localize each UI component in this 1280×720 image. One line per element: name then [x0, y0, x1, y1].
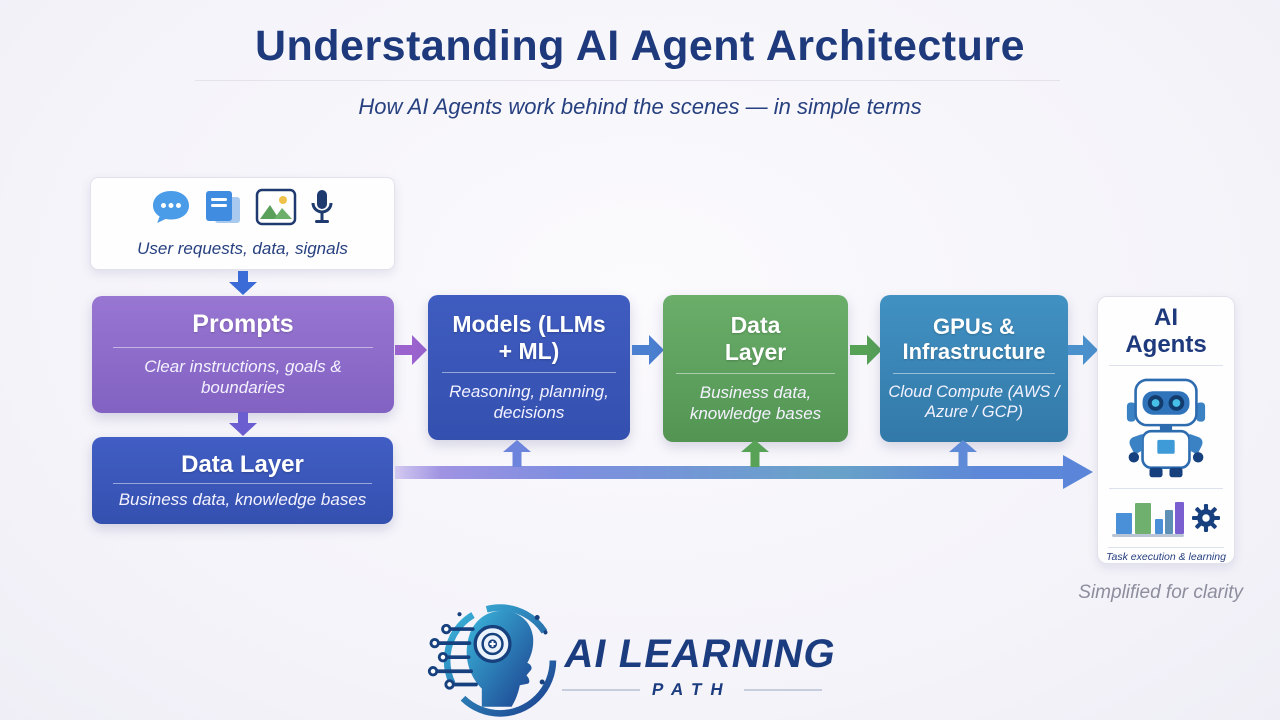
arrow-models-to-data-layer	[632, 333, 664, 372]
arrow-bus-to-models	[503, 440, 531, 472]
brand-name: AI LEARNING	[561, 632, 840, 676]
input-caption: User requests, data, signals	[137, 239, 348, 258]
bar-chart-icon	[1112, 497, 1184, 544]
data-layer-mid-subtitle: Business data, knowledge bases	[689, 383, 822, 424]
page-title: Understanding AI Agent Architecture	[254, 22, 1026, 70]
prompts-subtitle: Clear instructions, goals & boundaries	[144, 357, 342, 398]
arrow-bus-to-data-layer	[741, 440, 769, 472]
brand-tagline: PATH	[650, 680, 734, 699]
gpus-subtitle: Cloud Compute (AWS / Azure / GCP)	[888, 382, 1060, 422]
arrow-prompts-to-models	[395, 333, 427, 372]
data-layer-left-box: Data Layer Business data, knowledge base…	[92, 437, 393, 524]
microphone-icon	[310, 188, 334, 231]
brand-tagline-row: PATH	[562, 680, 822, 700]
models-divider	[442, 372, 616, 374]
input-icons-row	[151, 188, 334, 231]
arrow-data-layer-to-gpus	[850, 333, 882, 372]
ai-agents-caption: Task execution & learning	[1106, 551, 1226, 564]
robot-icon	[1120, 373, 1212, 484]
title-divider	[195, 80, 1060, 81]
models-box: Models (LLMs + ML) Reasoning, planning, …	[428, 295, 630, 440]
data-bus-connector	[395, 466, 1063, 479]
ai-agents-box: AI Agents	[1097, 296, 1235, 564]
data-bus-arrowhead-icon	[1063, 455, 1093, 489]
data-layer-left-divider	[113, 483, 372, 485]
prompts-box: Prompts Clear instructions, goals & boun…	[92, 296, 394, 413]
footnote: Simplified for clarity	[1078, 582, 1243, 603]
message-doc-icon	[204, 189, 242, 230]
ai-agents-icons-row	[1112, 497, 1220, 544]
gpus-box: GPUs & Infrastructure Cloud Compute (AWS…	[880, 295, 1068, 442]
data-layer-mid-title: Data Layer	[724, 312, 787, 365]
page-subtitle: How AI Agents work behind the scenes — i…	[358, 94, 922, 119]
arrow-input-to-prompts	[225, 271, 261, 300]
prompts-divider	[113, 347, 373, 349]
ai-learning-path-logo-icon	[425, 596, 575, 720]
ai-agents-title: AI Agents	[1125, 304, 1207, 358]
arrow-prompts-to-data-layer	[225, 412, 261, 441]
image-icon	[255, 188, 297, 231]
tagline-rule-left	[562, 689, 640, 691]
data-layer-mid-divider	[675, 373, 836, 375]
data-layer-left-title: Data Layer	[181, 450, 304, 478]
data-layer-left-subtitle: Business data, knowledge bases	[118, 490, 367, 510]
prompts-title: Prompts	[192, 310, 294, 339]
arrow-gpus-to-ai-agents	[1068, 333, 1098, 372]
user-input-box: User requests, data, signals	[90, 177, 395, 270]
arrow-bus-to-gpus	[949, 440, 977, 472]
chat-bubble-icon	[151, 189, 191, 230]
tagline-rule-right	[743, 689, 822, 691]
data-layer-mid-box: Data Layer Business data, knowledge base…	[663, 295, 848, 442]
gpus-divider	[893, 372, 1055, 374]
gear-icon	[1192, 503, 1220, 537]
models-subtitle: Reasoning, planning, decisions	[449, 382, 609, 423]
gpus-title: GPUs & Infrastructure	[902, 314, 1046, 365]
models-title: Models (LLMs + ML)	[452, 311, 606, 364]
